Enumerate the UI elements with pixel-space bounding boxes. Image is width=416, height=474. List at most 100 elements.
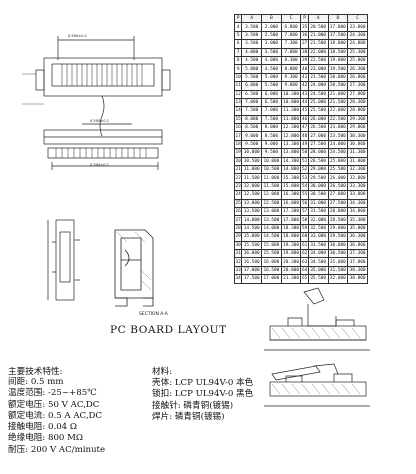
table-cell: 43	[300, 89, 309, 99]
specs-left-list: 间距: 0.5 mm 温度范围: -25~+85℃ 额定电压: 50 V AC,…	[8, 377, 105, 456]
table-cell: 9	[233, 64, 243, 74]
table-cell: 9.000	[261, 139, 282, 150]
table-cell: 19.000	[327, 55, 349, 66]
table-cell: 26.800	[347, 72, 368, 83]
table-cell: 23.500	[327, 131, 349, 141]
table-cell: 37.300	[347, 248, 368, 259]
table-cell: 15.000	[241, 232, 263, 242]
table-cell: 46	[300, 114, 309, 125]
table-cell: 26	[233, 206, 243, 217]
table-cell: 22	[233, 173, 243, 183]
table-cell: 19	[233, 148, 243, 158]
table-cell: 14.000	[261, 223, 282, 234]
section-aa-view	[114, 229, 154, 307]
table-cell: 8.000	[241, 114, 263, 125]
header-cell: C	[280, 13, 302, 24]
table-cell: 3.500	[241, 30, 263, 41]
table-cell: 26.500	[307, 123, 329, 133]
table-cell: 8	[233, 55, 243, 66]
pcb-layout-caption: PC BOARD LAYOUT	[110, 324, 227, 336]
table-cell: 17.000	[261, 274, 282, 284]
table-cell: 10.300	[280, 89, 302, 99]
table-cell: 12.000	[261, 190, 282, 200]
table-cell: 17.500	[327, 30, 349, 41]
table-cell: 28.000	[327, 206, 349, 217]
material-solder-tab: 焊片: 磷青铜(镀锡)	[152, 411, 225, 422]
table-cell: 32.300	[347, 165, 368, 175]
table-cell: 21.500	[327, 97, 349, 108]
bottom-dimension-label: 0.500±0.1	[90, 163, 110, 167]
table-cell: 4.500	[241, 55, 263, 66]
table-cell: 7.300	[280, 39, 302, 49]
table-cell: 61	[300, 240, 309, 250]
table-cell: 29	[233, 232, 243, 242]
table-cell: 36	[300, 30, 309, 41]
table-cell: 21	[233, 165, 243, 175]
table-cell: 9.500	[241, 139, 263, 150]
mating-section-upper	[264, 287, 370, 351]
table-cell: 16.500	[241, 257, 263, 267]
table-cell: 13.000	[241, 198, 263, 209]
table-cell: 16	[233, 123, 243, 133]
table-cell: 23.000	[327, 123, 349, 133]
table-cell: 26.500	[327, 181, 349, 192]
table-cell: 31	[233, 248, 243, 259]
table-cell: 11.500	[261, 181, 282, 192]
table-cell: 12.500	[241, 190, 263, 200]
table-cell: 29.800	[347, 123, 368, 133]
table-cell: 12.500	[261, 198, 282, 209]
table-cell: 31.000	[327, 257, 349, 267]
table-cell: 10.500	[241, 156, 263, 167]
table-cell: 31.500	[307, 206, 329, 217]
table-cell: 20.500	[327, 81, 349, 91]
table-cell: 47	[300, 123, 309, 133]
table-cell: 23.500	[307, 72, 329, 83]
table-cell: 9.800	[280, 81, 302, 91]
table-cell: 49	[300, 139, 309, 150]
table-cell: 10	[233, 72, 243, 83]
table-cell: 25.500	[327, 165, 349, 175]
table-cell: 32	[233, 257, 243, 267]
table-cell: 23	[233, 181, 243, 192]
table-cell: 2.500	[261, 30, 282, 41]
table-cell: 7.000	[280, 30, 302, 41]
table-cell: 38.800	[347, 274, 368, 284]
table-cell: 19.300	[280, 240, 302, 250]
table-cell: 3.500	[261, 47, 282, 57]
table-cell: 29.000	[307, 165, 329, 175]
table-cell: 17.800	[280, 215, 302, 225]
table-cell: 32.500	[307, 223, 329, 234]
table-cell: 13	[233, 97, 243, 108]
table-cell: 6.500	[241, 89, 263, 99]
table-cell: 7.000	[261, 106, 282, 116]
table-cell: 20.000	[327, 72, 349, 83]
table-cell: 10.500	[261, 165, 282, 175]
connector-top-view	[22, 36, 171, 170]
table-cell: 13.000	[261, 206, 282, 217]
specs-heading: 主要技术特性:	[8, 367, 63, 377]
table-cell: 32.000	[327, 274, 349, 284]
table-cell: 27.500	[327, 198, 349, 209]
material-contact: 接触针: 磷青铜(镀锡)	[152, 400, 234, 411]
table-cell: 11.000	[241, 165, 263, 175]
table-cell: 19.800	[280, 248, 302, 259]
table-cell: 6.000	[241, 81, 263, 91]
table-cell: 32.000	[307, 215, 329, 225]
materials-heading: 材料:	[152, 367, 173, 377]
table-cell: 23.800	[347, 22, 368, 32]
spec-current: 额定电流: 0.5 A AC,DC	[8, 410, 103, 421]
table-cell: 8.000	[261, 123, 282, 133]
table-cell: 59	[300, 223, 309, 234]
table-cell: 8.500	[241, 123, 263, 133]
table-cell: 12.800	[280, 131, 302, 141]
